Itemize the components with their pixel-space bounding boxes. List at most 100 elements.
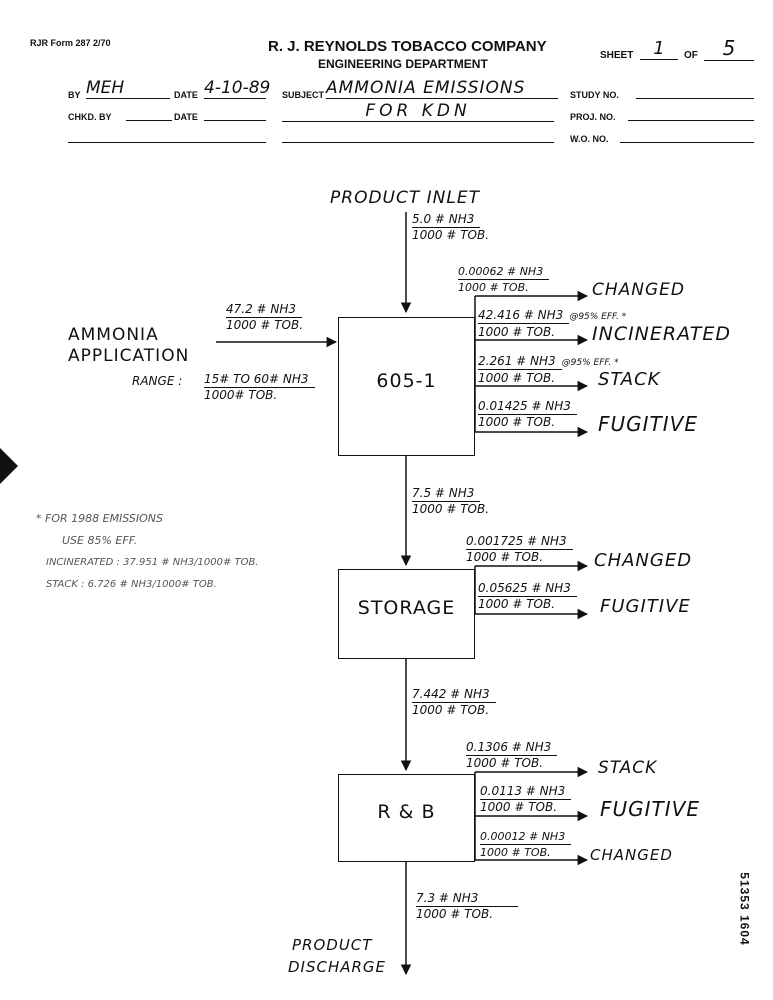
application-rate: 47.2 # NH3 1000 # TOB. <box>226 302 303 333</box>
wo-label: W.O. NO. <box>570 134 609 144</box>
box1-out4-num: 0.01425 # NH3 <box>478 399 577 415</box>
study-line <box>636 97 754 99</box>
date-value: 4-10-89 <box>204 78 271 99</box>
box3-out2-rate: 0.0113 # NH3 1000 # TOB. <box>480 784 572 815</box>
box1-out4-den: 1000 # TOB. <box>478 415 556 429</box>
inlet-rate-den: 1000 # TOB. <box>412 228 490 242</box>
box1-out1-den: 1000 # TOB. <box>458 281 529 294</box>
footnote-line3: INCINERATED : 37.951 # NH3/1000# TOB. <box>46 557 259 568</box>
process-box-605-1-label: 605-1 <box>376 370 437 392</box>
flow2-num: 7.442 # NH3 <box>412 687 496 703</box>
product-inlet-label: PRODUCT INLET <box>330 188 480 208</box>
box3-out2-dest: FUGITIVE <box>600 797 700 821</box>
process-box-rb: R & B <box>338 774 475 862</box>
company-name: R. J. REYNOLDS TOBACCO COMPANY <box>268 38 547 55</box>
form-number: RJR Form 287 2/70 <box>30 38 111 48</box>
department-name: ENGINEERING DEPARTMENT <box>318 57 488 71</box>
box1-out1-dest: CHANGED <box>592 280 686 300</box>
sheet-value: 1 <box>640 38 678 60</box>
box1-out4-dest: FUGITIVE <box>598 412 698 436</box>
flow1-rate: 7.5 # NH3 1000 # TOB. <box>412 486 489 517</box>
box2-out1-num: 0.001725 # NH3 <box>466 534 573 550</box>
blank-line-left <box>68 141 266 143</box>
box1-out1-rate: 0.00062 # NH3 1000 # TOB. <box>458 264 550 295</box>
flow1-num: 7.5 # NH3 <box>412 486 481 502</box>
chkd-line <box>126 119 172 121</box>
edge-mark <box>0 448 18 484</box>
box3-out2-num: 0.0113 # NH3 <box>480 784 572 800</box>
flow2-den: 1000 # TOB. <box>412 703 490 717</box>
box3-out1-rate: 0.1306 # NH3 1000 # TOB. <box>466 740 558 771</box>
of-value: 5 <box>704 36 754 61</box>
box3-out1-dest: STACK <box>598 758 658 778</box>
box3-out3-num: 0.00012 # NH3 <box>480 829 572 845</box>
date2-label: DATE <box>174 112 198 122</box>
box2-out2-rate: 0.05625 # NH3 1000 # TOB. <box>478 581 577 612</box>
process-box-605-1: 605-1 <box>338 317 475 456</box>
subject-line2: FOR KDN <box>282 101 554 122</box>
box1-out3-rate: 2.261 # NH3@95% EFF. * 1000 # TOB. <box>478 354 619 386</box>
by-value: MEH <box>86 78 170 99</box>
process-box-storage-label: STORAGE <box>357 597 456 619</box>
box1-out2-den: 1000 # TOB. <box>478 325 556 339</box>
subject-label: SUBJECT <box>282 90 325 100</box>
box3-out3-den: 1000 # TOB. <box>480 846 551 859</box>
date2-line <box>204 119 266 121</box>
product-discharge-line2: DISCHARGE <box>288 958 387 976</box>
box1-out1-num: 0.00062 # NH3 <box>458 264 550 280</box>
inlet-rate: 5.0 # NH3 1000 # TOB. <box>412 212 489 243</box>
box1-out3-den: 1000 # TOB. <box>478 371 556 385</box>
by-label: BY <box>68 90 81 100</box>
application-line2: APPLICATION <box>68 346 190 366</box>
footnote-line1: * FOR 1988 EMISSIONS <box>36 512 163 525</box>
process-box-storage: STORAGE <box>338 569 475 659</box>
sheet-label: SHEET <box>600 50 634 61</box>
box2-out1-dest: CHANGED <box>594 550 693 571</box>
range-den: 1000# TOB. <box>204 388 278 402</box>
application-rate-den: 1000 # TOB. <box>226 318 304 332</box>
flow3-num: 7.3 # NH3 <box>416 891 519 907</box>
box1-out4-rate: 0.01425 # NH3 1000 # TOB. <box>478 399 577 430</box>
box3-out1-den: 1000 # TOB. <box>466 756 544 770</box>
proj-line <box>628 119 754 121</box>
range-num: 15# TO 60# NH3 <box>204 372 315 388</box>
flow3-rate: 7.3 # NH3 1000 # TOB. <box>416 891 519 922</box>
chkd-label: CHKD. BY <box>68 112 112 122</box>
application-rate-num: 47.2 # NH3 <box>226 302 303 318</box>
box3-out1-num: 0.1306 # NH3 <box>466 740 558 756</box>
footnote-line4: STACK : 6.726 # NH3/1000# TOB. <box>46 579 217 590</box>
box2-out1-den: 1000 # TOB. <box>466 550 544 564</box>
blank-line-mid <box>282 141 554 143</box>
box3-out2-den: 1000 # TOB. <box>480 800 558 814</box>
of-label: OF <box>684 50 698 61</box>
box3-out3-rate: 0.00012 # NH3 1000 # TOB. <box>480 829 572 860</box>
proj-label: PROJ. NO. <box>570 112 616 122</box>
flow1-den: 1000 # TOB. <box>412 502 490 516</box>
flow3-den: 1000 # TOB. <box>416 907 494 921</box>
box1-out2-num: 42.416 # NH3 <box>478 308 570 324</box>
box2-out2-num: 0.05625 # NH3 <box>478 581 577 597</box>
footnote-line2: USE 85% EFF. <box>62 534 138 547</box>
box2-out2-dest: FUGITIVE <box>600 596 691 617</box>
box1-out2-rate: 42.416 # NH3@95% EFF. * 1000 # TOB. <box>478 308 626 340</box>
box1-out2-dest: INCINERATED <box>592 323 731 345</box>
range-value: 15# TO 60# NH3 1000# TOB. <box>204 372 315 403</box>
box1-out2-note: @95% EFF. * <box>569 312 627 322</box>
date-label: DATE <box>174 90 198 100</box>
box1-out3-dest: STACK <box>598 369 661 390</box>
range-label: RANGE : <box>132 374 183 388</box>
box1-out3-note: @95% EFF. * <box>561 358 619 368</box>
box2-out2-den: 1000 # TOB. <box>478 597 556 611</box>
box3-out3-dest: CHANGED <box>590 846 673 864</box>
process-box-rb-label: R & B <box>377 801 436 823</box>
inlet-rate-num: 5.0 # NH3 <box>412 212 481 228</box>
flow2-rate: 7.442 # NH3 1000 # TOB. <box>412 687 496 718</box>
wo-line <box>620 141 754 143</box>
subject-line1: AMMONIA EMISSIONS <box>326 78 558 99</box>
document-id: 51353 1604 <box>737 872 752 946</box>
study-label: STUDY NO. <box>570 90 619 100</box>
product-discharge-line1: PRODUCT <box>292 936 373 954</box>
box1-out3-num: 2.261 # NH3 <box>478 354 562 370</box>
box2-out1-rate: 0.001725 # NH3 1000 # TOB. <box>466 534 573 565</box>
